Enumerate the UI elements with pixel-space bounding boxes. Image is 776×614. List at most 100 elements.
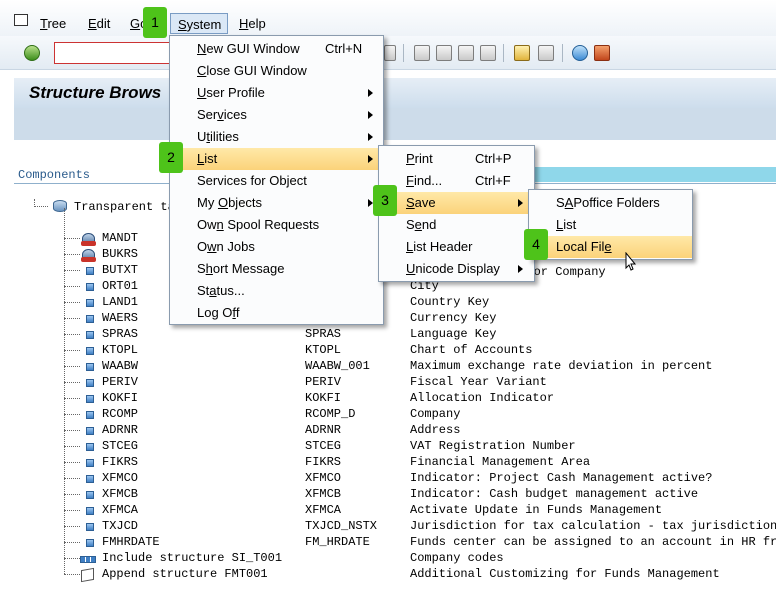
- system-menu-item-7[interactable]: My Objects: [170, 192, 383, 214]
- system-menu-item-11[interactable]: Status...: [170, 280, 383, 302]
- list-menu-item-3[interactable]: Send: [379, 214, 534, 236]
- system-menu-item-label: My Objects: [197, 195, 262, 210]
- last-page-icon[interactable]: [480, 45, 496, 61]
- screen-icon[interactable]: [14, 14, 28, 26]
- menu-system-rest: ystem: [186, 17, 222, 32]
- system-menu-item-pre: U: [197, 129, 207, 144]
- tree-row-desc: Company codes: [410, 551, 504, 565]
- tree-row[interactable]: BUKRS: [0, 247, 776, 263]
- field-icon: [86, 459, 94, 467]
- tree-row-desc: Financial Management Area: [410, 455, 591, 469]
- system-menu-item-rest: Spool Requests: [223, 217, 320, 232]
- next-page-icon[interactable]: [458, 45, 474, 61]
- list-menu-item-2[interactable]: Save: [379, 192, 534, 214]
- field-icon: [86, 411, 94, 419]
- system-menu-item-label: New GUI Window: [197, 41, 300, 56]
- menu-tree[interactable]: Tree: [40, 16, 66, 31]
- table-icon: [53, 200, 67, 212]
- command-field[interactable]: [54, 42, 172, 64]
- enter-icon[interactable]: [24, 45, 40, 61]
- previous-page-icon[interactable]: [436, 45, 452, 61]
- tree-row-field: STCEG: [102, 439, 139, 453]
- system-menu-item-3[interactable]: Services: [170, 104, 383, 126]
- system-menu-item-4[interactable]: Utilities: [170, 126, 383, 148]
- field-icon: [86, 443, 94, 451]
- list-menu-item-1[interactable]: Find...Ctrl+F: [379, 170, 534, 192]
- menu-help[interactable]: Help: [239, 16, 266, 31]
- tree-row-field: ORT01: [102, 279, 139, 293]
- field-icon: [86, 379, 94, 387]
- list-menu-item-accel: U: [406, 261, 416, 276]
- system-menu-item-2[interactable]: User Profile: [170, 82, 383, 104]
- create-session-icon[interactable]: [514, 45, 530, 61]
- page-title: Structure Brows: [14, 78, 776, 108]
- tree-root-label: Transparent ta: [74, 200, 175, 214]
- list-menu-item-rest: ist Header: [413, 239, 473, 254]
- toolbar-separator: [403, 44, 404, 62]
- system-menu-item-12[interactable]: Log Off: [170, 302, 383, 324]
- tree-row[interactable]: MANDT: [0, 231, 776, 247]
- system-menu-item-label: Own Jobs: [197, 239, 255, 254]
- tree-root-node[interactable]: Transparent ta: [0, 199, 776, 215]
- system-menu-item-9[interactable]: Own Jobs: [170, 236, 383, 258]
- system-menu-item-1[interactable]: Close GUI Window: [170, 60, 383, 82]
- menu-system[interactable]: System: [170, 13, 228, 34]
- tree-connector: [64, 366, 80, 367]
- system-menu-item-6[interactable]: Services for Object: [170, 170, 383, 192]
- list-menu-item-label: Print: [406, 151, 433, 166]
- shortcut-icon[interactable]: [538, 45, 554, 61]
- list-menu-item-5[interactable]: Unicode Display: [379, 258, 534, 280]
- tree-row-desc: Activate Update in Funds Management: [410, 503, 663, 517]
- customize-layout-icon[interactable]: [594, 45, 610, 61]
- list-menu-item-4[interactable]: List Header: [379, 236, 534, 258]
- tree-connector: [64, 286, 80, 287]
- binoculars-icon[interactable]: [384, 45, 396, 61]
- tree-row-desc: Indicator: Project Cash Management activ…: [410, 471, 713, 485]
- menu-edit[interactable]: Edit: [88, 16, 110, 31]
- save-menu-item-accel: L: [556, 217, 564, 232]
- system-menu-item-8[interactable]: Own Spool Requests: [170, 214, 383, 236]
- tree-row[interactable]: BUTXT: [0, 263, 776, 279]
- menu-go-accel: G: [130, 16, 141, 31]
- system-menu-item-label: Utilities: [197, 129, 239, 144]
- save-menu-item-1[interactable]: List: [529, 214, 692, 236]
- system-menu-item-accel: N: [197, 41, 207, 56]
- tree-row-field: KTOPL: [102, 343, 139, 357]
- field-icon: [86, 507, 94, 515]
- tree-row-field: BUTXT: [102, 263, 139, 277]
- system-menu-item-10[interactable]: Short Message: [170, 258, 383, 280]
- field-icon: [86, 283, 94, 291]
- save-menu-item-2[interactable]: Local File: [529, 236, 692, 258]
- first-page-icon[interactable]: [414, 45, 430, 61]
- save-menu-item-0[interactable]: SAPoffice Folders: [529, 192, 692, 214]
- list-menu-item-rest: nicode Display: [415, 261, 500, 276]
- system-menu-item-rest: ices: [223, 107, 247, 122]
- tree-row-desc: VAT Registration Number: [410, 439, 576, 453]
- system-menu-item-5[interactable]: List: [170, 148, 383, 170]
- help-icon[interactable]: [572, 45, 588, 61]
- tree-connector: [64, 526, 80, 527]
- tree-row-field: PERIV: [102, 375, 139, 389]
